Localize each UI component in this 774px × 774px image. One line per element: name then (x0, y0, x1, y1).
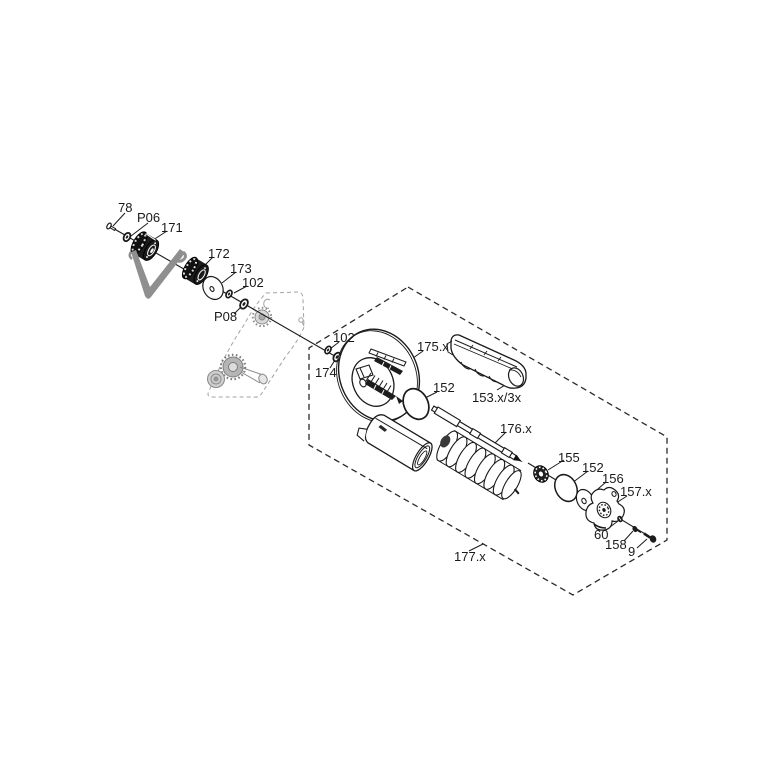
oring-152-right (553, 473, 579, 503)
part-label-158: 158 (605, 537, 627, 552)
washer-102-inner (324, 345, 332, 355)
part-label-9: 9 (628, 544, 636, 559)
drum (356, 414, 433, 472)
part-label-175x: 175.x (417, 339, 449, 354)
washer-p08 (239, 298, 249, 310)
oring-152-left (402, 387, 430, 421)
bolt-78 (106, 222, 117, 232)
machine-silhouette (207, 291, 305, 398)
part-label-102-inner: 102 (333, 330, 355, 345)
part-label-102-upper: 102 (242, 275, 264, 290)
belt (128, 249, 187, 299)
pulley-172 (181, 256, 209, 285)
part-label-173: 173 (230, 261, 252, 276)
disc-173 (202, 275, 224, 301)
part-label-171: 171 (161, 220, 183, 235)
part-label-157x: 157.x (620, 484, 652, 499)
bracket-157 (585, 486, 625, 531)
shaft-176 (430, 405, 523, 463)
part-label-p06: P06 (137, 210, 161, 225)
part-label-174: 174 (315, 365, 337, 380)
washer-p06 (122, 232, 132, 242)
part-label-60: 60 (594, 527, 609, 542)
part-label-78: 78 (118, 200, 133, 215)
part-label-152-right: 152 (582, 460, 604, 475)
bolt-9 (643, 532, 657, 543)
nut-60 (617, 515, 623, 523)
part-label-177x: 177.x (454, 549, 486, 564)
part-label-172: 172 (208, 246, 230, 261)
auger (436, 430, 522, 501)
part-label-176x: 176.x (500, 421, 532, 436)
screw-158 (632, 525, 642, 534)
blade-153 (446, 334, 527, 389)
silhouette-gears (207, 306, 273, 388)
hub-155 (533, 465, 549, 483)
assembly-boundary (308, 286, 668, 596)
part-label-156: 156 (602, 471, 624, 486)
part-label-155: 155 (558, 450, 580, 465)
part-label-153x-3x: 153.x/3x (472, 390, 522, 405)
pulley-171 (130, 231, 160, 261)
part-label-p08: P08 (214, 309, 238, 324)
washer-102-upper (225, 289, 233, 299)
clutch-disc-175 (336, 328, 421, 423)
part-label-152-left: 152 (433, 380, 455, 395)
